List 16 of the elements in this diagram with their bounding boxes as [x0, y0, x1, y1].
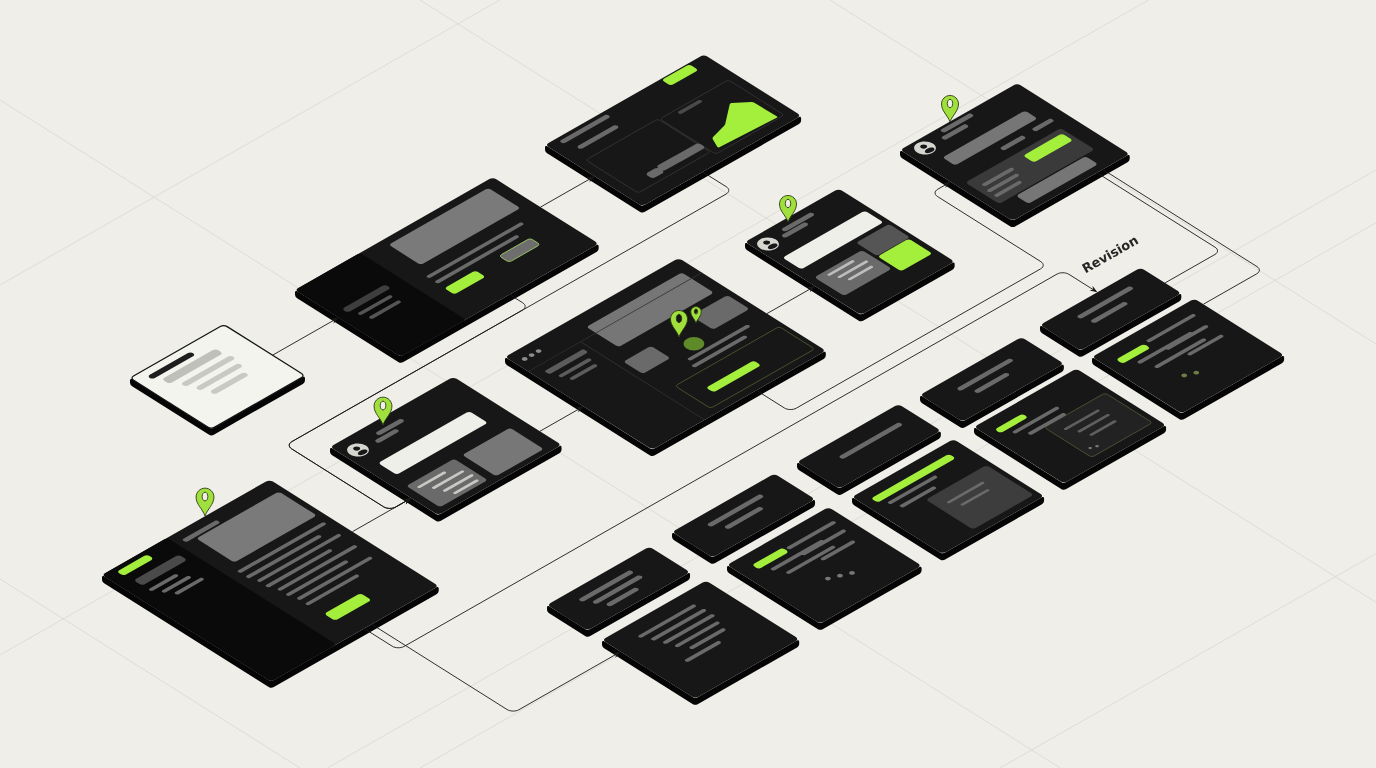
arrow — [539, 406, 583, 432]
screen-card — [920, 338, 1064, 428]
screen-card — [1092, 299, 1285, 420]
arrow — [540, 176, 594, 208]
screen-card — [797, 405, 941, 495]
screen-card — [672, 474, 816, 564]
arrow — [755, 182, 1044, 410]
connector-line — [1102, 168, 1260, 305]
screen-card — [602, 581, 800, 705]
arrow — [288, 294, 526, 509]
connector-line — [1096, 172, 1218, 284]
screen-card — [727, 508, 922, 630]
arrow — [272, 317, 338, 356]
arrow — [371, 623, 620, 712]
arrow — [766, 286, 815, 315]
arrow — [363, 272, 1097, 649]
